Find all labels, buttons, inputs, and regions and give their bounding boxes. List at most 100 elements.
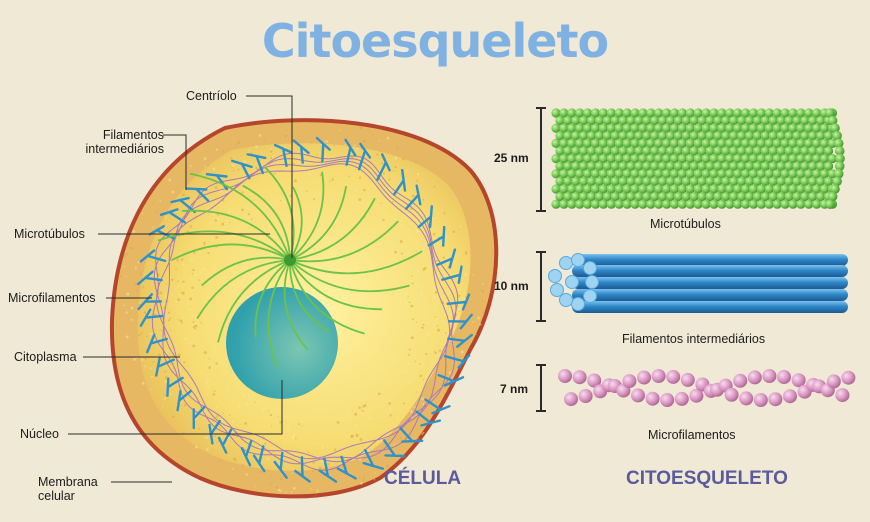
- tubulin-subunit: [701, 184, 711, 194]
- tubulin-subunit: [812, 154, 822, 164]
- tubulin-subunit: [748, 169, 759, 179]
- speckle: [396, 394, 399, 397]
- speckle: [188, 425, 190, 428]
- tubulin-subunit: [733, 169, 743, 179]
- speckle: [177, 319, 179, 321]
- tubulin-subunit: [768, 116, 778, 126]
- tubulin-subunit: [812, 123, 822, 133]
- speckle: [282, 159, 285, 162]
- tubulin-subunit: [575, 138, 585, 148]
- speckle: [458, 294, 461, 298]
- tubulin-subunit: [634, 146, 644, 156]
- speckle: [264, 442, 267, 445]
- tubulin-subunit: [646, 184, 656, 194]
- speckle: [438, 349, 442, 352]
- speckle: [137, 261, 140, 264]
- tubulin-subunit: [583, 138, 593, 148]
- tubulin-subunit: [677, 138, 688, 148]
- intermediate-filament-strand: [417, 205, 433, 229]
- tubulin-subunit: [555, 116, 565, 126]
- tubulin-subunit: [788, 138, 798, 148]
- tubulin-subunit: [709, 169, 719, 179]
- tubulin-subunit: [804, 123, 814, 133]
- speckle: [453, 425, 456, 429]
- speckle: [416, 179, 419, 182]
- tubulin-subunit: [642, 146, 652, 156]
- intermediate-filament-strand: [336, 455, 357, 480]
- speckle: [207, 385, 210, 388]
- speckle: [426, 272, 429, 275]
- tubulin-subunit: [677, 184, 688, 194]
- intermediate-filament-tube: [572, 277, 848, 289]
- speckle: [270, 150, 273, 153]
- tubulin-subunit: [737, 146, 747, 156]
- intermediate-filament-strand: [294, 456, 311, 483]
- speckle: [255, 166, 258, 170]
- tubulin-subunit: [662, 169, 672, 179]
- speckle: [226, 385, 229, 388]
- tubulin-subunit: [594, 192, 605, 202]
- speckle: [326, 462, 330, 466]
- tubulin-subunit: [666, 176, 676, 186]
- microtubule-strand: [157, 230, 291, 261]
- tubulin-subunit: [820, 154, 830, 164]
- tubulin-subunit: [745, 161, 755, 171]
- tubulin-subunit: [752, 116, 763, 126]
- tubulin-subunit: [717, 138, 727, 148]
- tubulin-subunit: [551, 154, 561, 164]
- tubulin-subunit: [630, 169, 640, 179]
- tubulin-subunit: [594, 176, 605, 186]
- speckle: [222, 412, 224, 414]
- speckle: [291, 436, 295, 440]
- tubulin-subunit: [626, 192, 636, 202]
- speckle: [125, 335, 129, 339]
- label-citoplasma: Citoplasma: [14, 350, 77, 364]
- tubulin-subunit: [764, 154, 774, 164]
- speckle: [203, 243, 206, 246]
- tubulin-subunit: [816, 116, 826, 126]
- tubulin-subunit: [634, 131, 644, 141]
- speckle: [206, 393, 209, 396]
- tubulin-subunit: [673, 161, 684, 171]
- tubulin-subunit: [590, 138, 601, 148]
- speckle: [164, 380, 168, 384]
- tubulin-subunit: [658, 161, 668, 171]
- speckle: [149, 367, 152, 370]
- speckle: [457, 254, 460, 257]
- speckle: [210, 378, 212, 381]
- speckle: [423, 265, 425, 268]
- tubulin-subunit: [697, 161, 707, 171]
- label-filamentos-intermediarios: Filamentos intermediários: [74, 128, 164, 156]
- speckle: [329, 180, 331, 183]
- actin-subunit: [666, 369, 681, 384]
- tubulin-subunit: [737, 116, 747, 126]
- speckle: [359, 410, 361, 412]
- tubulin-subunit: [721, 161, 731, 171]
- label-membrana-celular: Membrana celular: [38, 475, 98, 503]
- tubulin-subunit: [587, 161, 597, 171]
- speckle: [193, 273, 197, 276]
- tubulin-end-subunit: [832, 131, 842, 141]
- speckle: [354, 188, 358, 192]
- speckle: [332, 190, 335, 193]
- speckle: [200, 371, 203, 374]
- speckle: [169, 317, 172, 320]
- intermediate-filament-illustration: [548, 253, 848, 313]
- speckle: [355, 433, 359, 437]
- intermediate-filament-strand: [273, 451, 288, 479]
- speckle: [203, 351, 207, 355]
- speckle: [181, 291, 185, 295]
- tubulin-subunit: [745, 192, 755, 202]
- speckle: [130, 306, 134, 310]
- intermediate-filament-strand: [447, 333, 473, 348]
- tubulin-subunit: [594, 116, 605, 126]
- tubulin-subunit: [725, 123, 735, 133]
- speckle: [190, 165, 193, 168]
- speckle: [405, 370, 409, 374]
- tubulin-subunit: [756, 123, 767, 133]
- speckle: [408, 301, 411, 304]
- filament-cross-section: [548, 269, 562, 283]
- speckle: [214, 186, 218, 190]
- speckle: [437, 426, 440, 429]
